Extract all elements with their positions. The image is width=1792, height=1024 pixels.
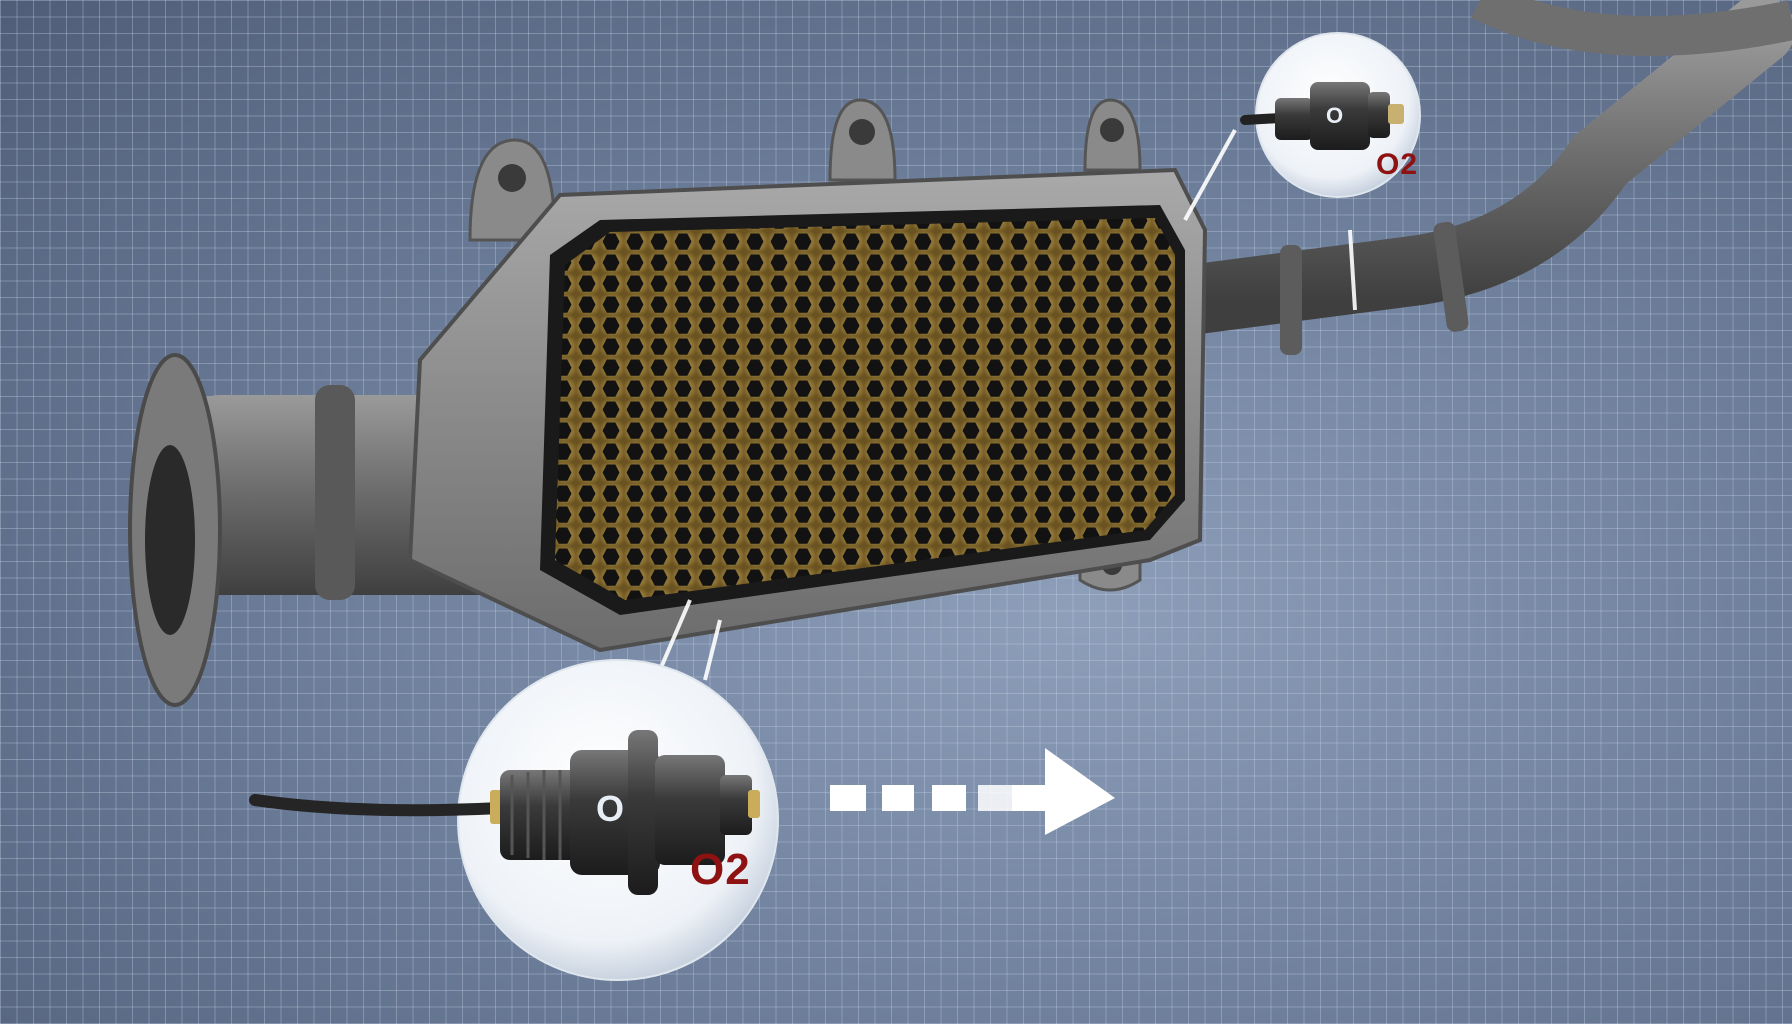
exhaust-flow-arrow xyxy=(830,748,1115,835)
honeycomb-substrate xyxy=(555,218,1175,600)
upstream-sensor-callout xyxy=(1240,32,1421,198)
downstream-o2-label: O2 xyxy=(690,845,751,894)
outlet-pipe xyxy=(1155,0,1792,355)
upstream-sensor-mark: O xyxy=(1326,103,1344,128)
downstream-sensor-callout xyxy=(249,659,779,981)
upstream-o2-label: O2 xyxy=(1376,148,1419,181)
downstream-sensor-mark: O xyxy=(596,788,625,829)
